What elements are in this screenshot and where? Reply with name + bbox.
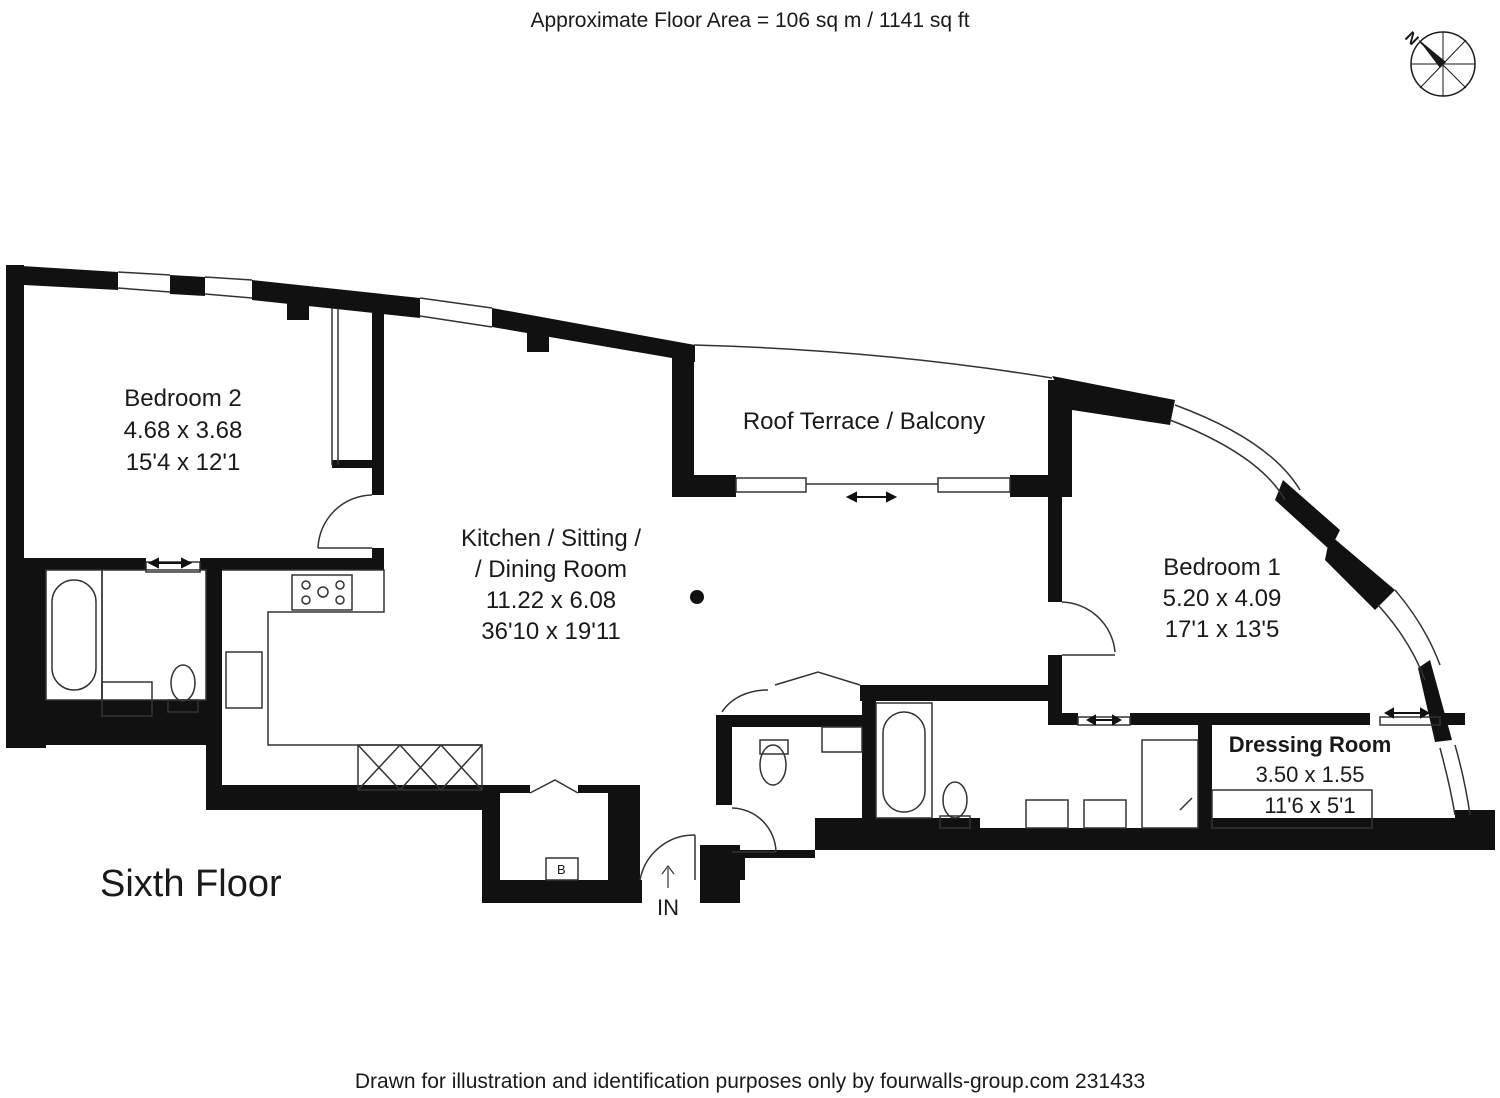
bedroom2-name: Bedroom 2 [124, 385, 241, 412]
floor-area-heading: Approximate Floor Area = 106 sq m / 1141… [530, 9, 969, 32]
walls [6, 265, 1495, 903]
sliding-door-arrows [147, 491, 1431, 726]
compass-icon: N [1401, 29, 1476, 97]
kitchen-name-line2: / Dining Room [475, 556, 627, 583]
kitchen-metric: 11.22 x 6.08 [486, 587, 616, 614]
boiler-label: B [557, 862, 566, 877]
kitchen-imperial: 36'10 x 19'11 [481, 618, 621, 645]
floor-label: Sixth Floor [100, 863, 282, 905]
bedroom2-imperial: 15'4 x 12'1 [126, 449, 241, 476]
credit-footer: Drawn for illustration and identificatio… [355, 1070, 1145, 1093]
bedroom2-metric: 4.68 x 3.68 [124, 417, 243, 444]
kitchen-name-line1: Kitchen / Sitting / [461, 525, 641, 552]
plan-lines [45, 271, 1471, 881]
dressing-imperial: 11'6 x 5'1 [1264, 793, 1355, 818]
bedroom1-name: Bedroom 1 [1163, 554, 1280, 581]
bedroom1-imperial: 17'1 x 13'5 [1165, 616, 1280, 643]
entrance-arrow-icon [661, 865, 675, 888]
dressing-name: Dressing Room [1229, 732, 1392, 757]
column-dot [690, 590, 704, 604]
terrace-name: Roof Terrace / Balcony [743, 408, 985, 435]
dressing-metric: 3.50 x 1.55 [1256, 762, 1365, 787]
bedroom1-metric: 5.20 x 4.09 [1163, 585, 1282, 612]
entrance-label: IN [657, 895, 679, 920]
compass-north-letter: N [1401, 29, 1421, 49]
